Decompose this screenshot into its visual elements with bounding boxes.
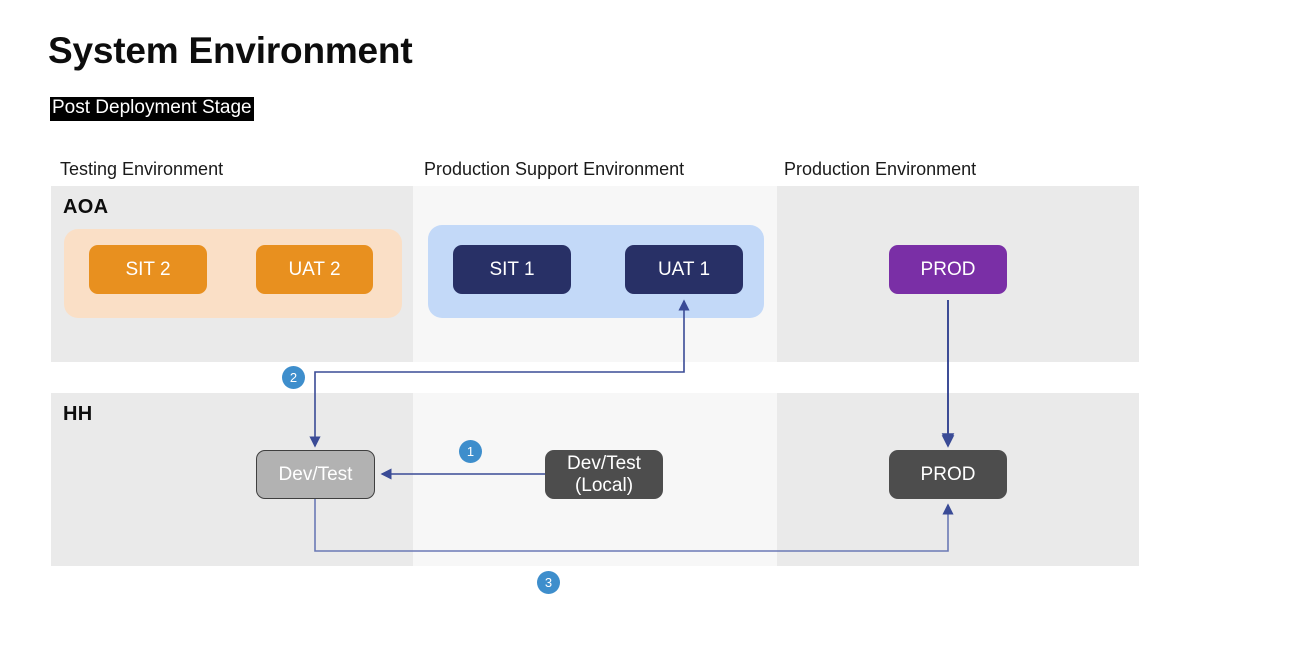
node-dev-test[interactable]: Dev/Test bbox=[256, 450, 375, 499]
column-header-production-support-environment: Production Support Environment bbox=[424, 159, 685, 179]
step-badge-2: 2 bbox=[282, 366, 305, 389]
node-prod-hh[interactable]: PROD bbox=[889, 450, 1007, 499]
node-dev-test-local-line2: (Local) bbox=[574, 474, 634, 496]
column-header-testing-environment: Testing Environment bbox=[60, 159, 224, 179]
page-subtitle: Post Deployment Stage bbox=[50, 97, 254, 121]
node-sit-1[interactable]: SIT 1 bbox=[453, 245, 571, 294]
row-label-hh: HH bbox=[63, 403, 93, 425]
row-label-aoa: AOA bbox=[63, 196, 109, 218]
node-sit-2[interactable]: SIT 2 bbox=[89, 245, 207, 294]
step-badge-3: 3 bbox=[537, 571, 560, 594]
node-dev-test-local[interactable]: Dev/Test (Local) bbox=[545, 450, 663, 499]
page-title: System Environment bbox=[48, 30, 413, 71]
column-header-production-environment: Production Environment bbox=[784, 159, 977, 179]
node-prod-aoa[interactable]: PROD bbox=[889, 245, 1007, 294]
node-dev-test-local-line1: Dev/Test bbox=[567, 452, 641, 474]
step-badge-1: 1 bbox=[459, 440, 482, 463]
node-uat-1[interactable]: UAT 1 bbox=[625, 245, 743, 294]
node-uat-2[interactable]: UAT 2 bbox=[256, 245, 373, 294]
